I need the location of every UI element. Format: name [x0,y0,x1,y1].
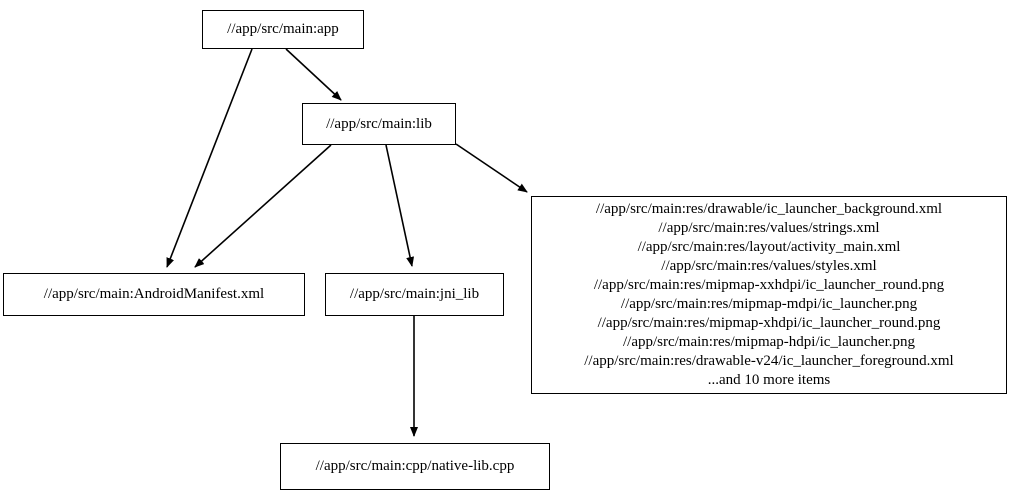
edge-app-to-lib [285,48,342,101]
node-res-group-line: //app/src/main:res/mipmap-hdpi/ic_launch… [622,334,915,350]
node-native-lib[interactable]: //app/src/main:cpp/native-lib.cpp [280,443,550,490]
node-app[interactable]: //app/src/main:app [202,10,364,49]
node-res-group-line: //app/src/main:res/drawable-v24/ic_launc… [584,353,954,369]
edge-lib-to-res-group [455,143,528,193]
node-lib-label: //app/src/main:lib [326,115,432,132]
node-androidmanifest-label: //app/src/main:AndroidManifest.xml [43,286,265,302]
node-native-lib-label: //app/src/main:cpp/native-lib.cpp [315,458,515,474]
node-res-group-line: //app/src/main:res/values/styles.xml [661,258,877,274]
edge-app-to-androidmanifest [166,48,253,268]
node-res-group-label: //app/src/main:res/drawable/ic_launcher_… [540,200,998,390]
node-res-group-line: //app/src/main:res/layout/activity_main.… [637,239,901,255]
edge-lib-to-jni-lib [385,144,415,267]
node-res-group-line: //app/src/main:res/mipmap-mdpi/ic_launch… [620,296,918,312]
node-res-group-line: //app/src/main:res/mipmap-xhdpi/ic_launc… [597,315,941,331]
node-jni-lib[interactable]: //app/src/main:jni_lib [325,273,504,316]
node-res-group-line: //app/src/main:res/drawable/ic_launcher_… [595,201,943,217]
node-lib[interactable]: //app/src/main:lib [302,103,456,145]
node-app-label: //app/src/main:app [227,21,339,37]
node-jni-lib-label: //app/src/main:jni_lib [349,286,480,302]
node-androidmanifest[interactable]: //app/src/main:AndroidManifest.xml [3,273,305,316]
node-res-group-line: ...and 10 more items [707,372,831,388]
node-res-group-line: //app/src/main:res/mipmap-xxhdpi/ic_laun… [593,277,945,293]
node-res-group-line: //app/src/main:res/values/strings.xml [658,220,880,236]
edge-lib-to-androidmanifest [194,144,332,268]
node-res-group[interactable]: //app/src/main:res/drawable/ic_launcher_… [531,196,1007,394]
